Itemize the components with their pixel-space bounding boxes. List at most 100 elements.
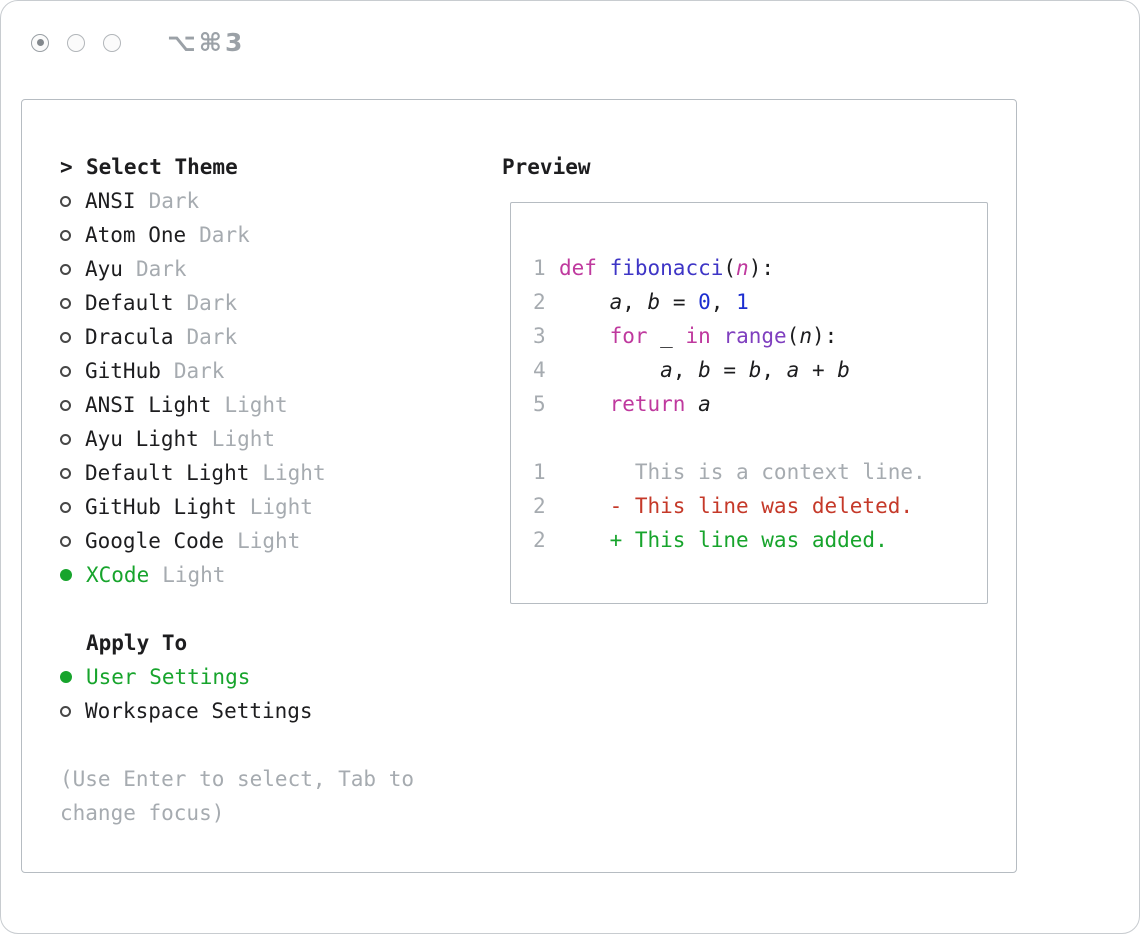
traffic-light-close-button[interactable]	[31, 33, 49, 52]
code-token: fibonacci	[609, 256, 724, 280]
theme-option-label: Default	[85, 291, 174, 315]
code-token: ,	[622, 290, 648, 314]
apply-option-label: Workspace Settings	[85, 699, 313, 723]
preview-title: Preview	[502, 155, 591, 179]
code-token: =	[710, 358, 749, 382]
apply-option-workspace-settings[interactable]: Workspace Settings	[60, 694, 484, 728]
radio-icon	[60, 705, 71, 717]
preview-diff-line-context: 1 This is a context line.	[533, 455, 977, 489]
select-theme-title-text: Select Theme	[86, 155, 238, 179]
preview-diff-line-added: 2 + This line was added.	[533, 523, 977, 557]
code-token: a	[786, 358, 800, 382]
line-number: 5	[533, 392, 546, 416]
code-token: _	[660, 324, 673, 348]
theme-variant-badge: Light	[237, 529, 301, 553]
theme-option-ansi-light[interactable]: ANSI Light Light	[60, 388, 484, 422]
line-number: 1	[533, 256, 546, 280]
line-number: 2	[533, 290, 546, 314]
preview-blank-line	[533, 421, 977, 455]
code-token: ,	[672, 358, 699, 382]
prompt-caret: >	[60, 155, 73, 179]
code-token	[597, 256, 610, 280]
code-token: a	[660, 358, 673, 382]
code-token: ,	[761, 358, 787, 382]
radio-icon	[60, 467, 71, 479]
code-content: def fibonacci(n):	[559, 256, 774, 280]
code-token: for	[609, 324, 648, 348]
theme-option-label: ANSI	[85, 189, 136, 213]
preview-code-line: 5 return a	[533, 387, 977, 421]
theme-option-label: Dracula	[85, 325, 174, 349]
traffic-light-zoom-button[interactable]	[103, 33, 121, 52]
theme-variant-badge: Dark	[148, 189, 200, 213]
code-token: 0	[698, 290, 711, 314]
code-token	[648, 324, 661, 348]
code-token: in	[685, 324, 711, 348]
diff-content: - This line was deleted.	[559, 494, 914, 518]
theme-variant-badge: Light	[224, 393, 288, 417]
radio-icon	[60, 501, 71, 513]
window-titlebar: ⌥⌘3	[31, 28, 245, 57]
code-token: ,	[710, 290, 737, 314]
theme-option-dracula[interactable]: Dracula Dark	[60, 320, 484, 354]
code-token: b	[837, 358, 850, 382]
preview-diff-block: 1 This is a context line.2 - This line w…	[533, 455, 977, 557]
theme-option-label: Google Code	[85, 529, 225, 553]
code-token: (	[723, 256, 737, 280]
code-token: ):	[748, 256, 774, 280]
code-token	[711, 324, 724, 348]
diff-content: This is a context line.	[559, 460, 926, 484]
line-number: 3	[533, 324, 546, 348]
code-content: for _ in range(n):	[559, 324, 838, 348]
radio-icon	[60, 569, 72, 581]
code-content: return a	[559, 392, 711, 416]
theme-option-label: GitHub	[85, 359, 161, 383]
traffic-light-minimize-button[interactable]	[67, 33, 85, 52]
radio-icon	[60, 229, 71, 241]
traffic-light-dot-icon	[36, 39, 44, 46]
code-token: ):	[811, 324, 838, 348]
theme-option-label: Ayu	[85, 257, 123, 281]
theme-variant-badge: Light	[211, 427, 276, 451]
theme-variant-badge: Dark	[186, 291, 238, 315]
code-token	[559, 392, 610, 416]
theme-variant-badge: Dark	[186, 325, 238, 349]
code-token: a	[698, 392, 711, 416]
radio-icon	[60, 433, 71, 445]
apply-to-title: Apply To	[86, 631, 188, 655]
theme-option-label: ANSI Light	[85, 393, 212, 417]
preview-diff-line-deleted: 2 - This line was deleted.	[533, 489, 977, 523]
preview-code-line: 2 a, b = 0, 1	[533, 285, 977, 319]
code-token: range	[723, 324, 787, 348]
code-token: b	[698, 358, 711, 382]
theme-option-ansi[interactable]: ANSI Dark	[60, 184, 484, 218]
code-token: return	[609, 392, 686, 416]
code-token: +	[799, 358, 838, 382]
theme-option-default[interactable]: Default Dark	[60, 286, 484, 320]
code-token	[559, 290, 610, 314]
radio-icon	[60, 365, 71, 377]
diff-content: + This line was added.	[559, 528, 888, 552]
code-token: def	[559, 256, 597, 280]
theme-option-google-code[interactable]: Google Code Light	[60, 524, 484, 558]
radio-icon	[60, 297, 71, 309]
radio-icon	[60, 263, 71, 275]
line-number: 2	[533, 494, 546, 518]
apply-option-user-settings[interactable]: User Settings	[60, 660, 484, 694]
theme-variant-badge: Dark	[199, 223, 250, 247]
code-token: (	[786, 324, 800, 348]
apply-option-label: User Settings	[86, 665, 251, 689]
preview-code-line: 3 for _ in range(n):	[533, 319, 977, 353]
